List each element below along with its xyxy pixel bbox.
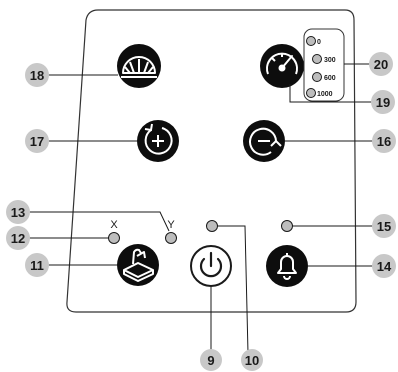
- callout-badge: 13: [6, 200, 30, 224]
- level-label: 0: [317, 39, 321, 46]
- callout-badge: 12: [6, 226, 30, 250]
- power-button[interactable]: [190, 245, 232, 287]
- speed-gauge-button[interactable]: [260, 44, 304, 88]
- indicator-led-alarm: [281, 220, 293, 232]
- operator-seat-button[interactable]: [117, 244, 159, 286]
- bell-icon: [277, 253, 297, 280]
- dome-light-button[interactable]: [117, 44, 161, 88]
- svg-text:16: 16: [377, 134, 391, 149]
- rotate-minus-icon: [249, 127, 282, 156]
- indicator-led-power: [206, 220, 218, 232]
- svg-text:14: 14: [377, 259, 392, 274]
- dome-light-icon: [121, 56, 157, 78]
- indicator-led-y: [165, 232, 177, 244]
- level-led: [306, 88, 316, 98]
- callout-badge: 17: [25, 129, 49, 153]
- level-label: 300: [324, 57, 336, 64]
- level-label: 600: [324, 75, 336, 82]
- level-led: [306, 36, 316, 46]
- rotate-plus-icon: [144, 123, 173, 155]
- callout-badge: 10: [241, 349, 263, 371]
- svg-text:11: 11: [30, 258, 44, 273]
- svg-text:18: 18: [30, 68, 44, 83]
- power-icon: [199, 251, 223, 278]
- callout-badge: 19: [371, 90, 395, 114]
- svg-text:12: 12: [11, 231, 25, 246]
- callout-badge: 20: [369, 52, 393, 76]
- indicator-led-x: [108, 232, 120, 244]
- level-label: 1000: [317, 91, 333, 98]
- rotate-plus-button[interactable]: [137, 120, 179, 162]
- svg-text:10: 10: [245, 353, 259, 368]
- level-led: [312, 72, 322, 82]
- level-bracket: [303, 28, 345, 102]
- svg-text:9: 9: [207, 353, 214, 368]
- svg-text:13: 13: [11, 205, 25, 220]
- level-led: [312, 54, 322, 64]
- callout-badge: 11: [25, 253, 49, 277]
- speed-gauge-icon: [266, 52, 298, 75]
- svg-text:15: 15: [377, 219, 391, 234]
- callout-badge: 15: [372, 214, 396, 238]
- rotate-minus-button[interactable]: [243, 120, 285, 162]
- callout-badge: 18: [25, 63, 49, 87]
- leader-lines: [28, 63, 374, 354]
- indicator-label-x: X: [110, 219, 118, 231]
- callout-badge: 16: [372, 129, 396, 153]
- operator-seat-icon: [123, 248, 154, 282]
- indicator-label-y: Y: [167, 219, 175, 231]
- svg-text:20: 20: [374, 57, 388, 72]
- callout-badge: 9: [200, 349, 222, 371]
- callout-badge: 14: [372, 254, 396, 278]
- bell-button[interactable]: [266, 245, 308, 287]
- svg-text:19: 19: [376, 95, 390, 110]
- svg-text:17: 17: [30, 134, 44, 149]
- level-indicator-group: 0 300 600 1000: [303, 28, 345, 102]
